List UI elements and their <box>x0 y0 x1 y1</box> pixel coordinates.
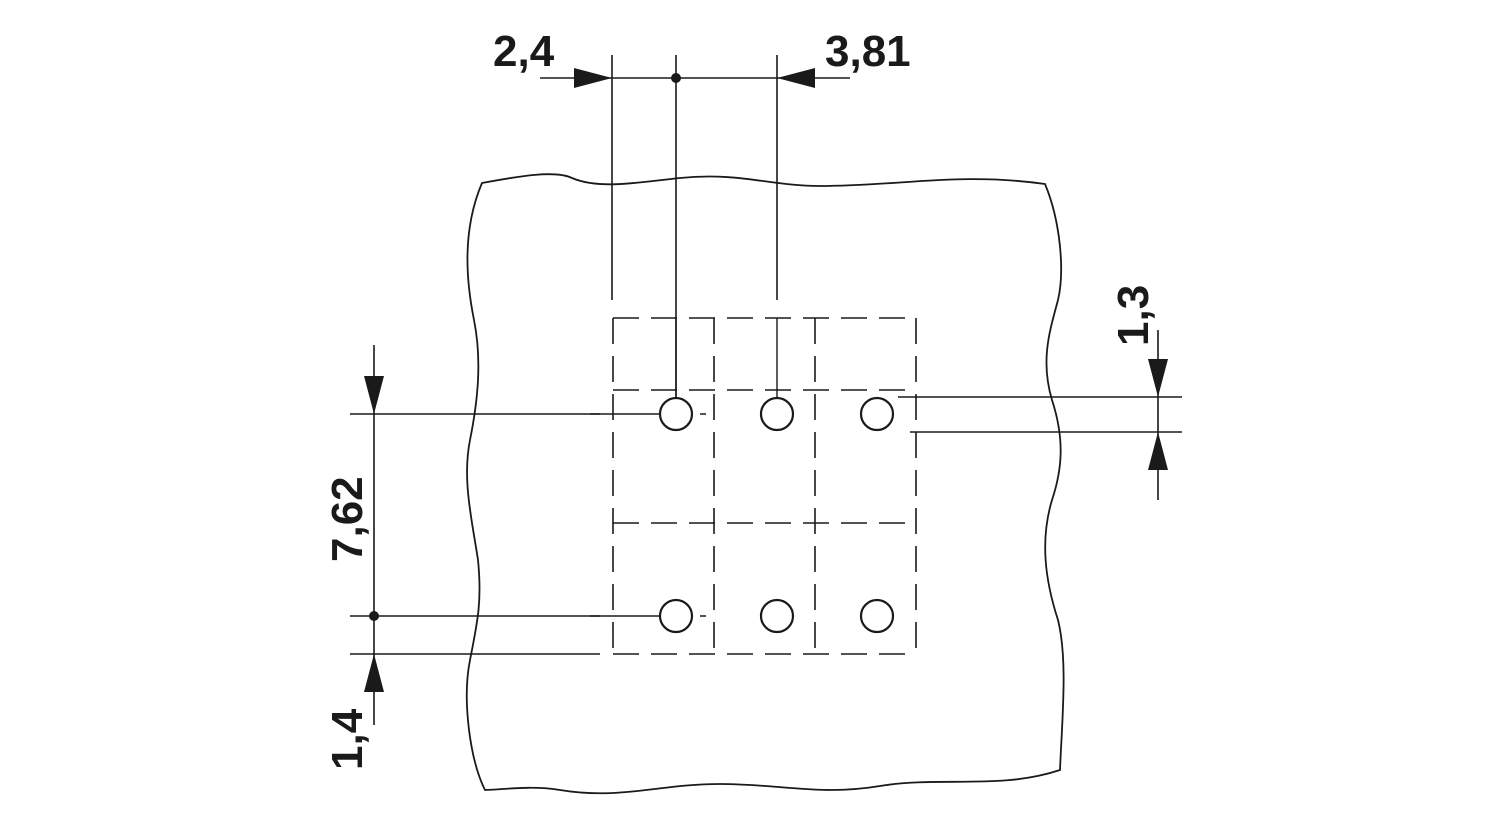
dim-label-edge-offset-y: 1,4 <box>323 708 372 770</box>
dim-label-pitch-y: 7,62 <box>323 476 372 562</box>
dim-label-pitch-x: 3,81 <box>825 27 911 76</box>
dim-label-hole-spacing: 1,3 <box>1109 285 1158 346</box>
right-extension-lines <box>898 330 1182 500</box>
hole-r2-c1 <box>658 598 694 634</box>
left-extension-lines <box>350 413 706 655</box>
hole-r1-c2 <box>759 396 795 432</box>
top-dimension-line <box>540 68 850 88</box>
left-dimension-line <box>364 345 384 725</box>
hole-r1-c3 <box>859 396 895 432</box>
board-outline <box>465 173 1065 795</box>
component-dashed-grid <box>612 317 917 655</box>
pin-holes <box>658 396 895 634</box>
hole-r1-c1 <box>658 396 694 432</box>
hole-r2-c2 <box>759 598 795 634</box>
hole-r2-c3 <box>859 598 895 634</box>
top-extension-lines <box>611 55 778 420</box>
dim-label-pitch-offset-x: 2,4 <box>493 27 555 76</box>
